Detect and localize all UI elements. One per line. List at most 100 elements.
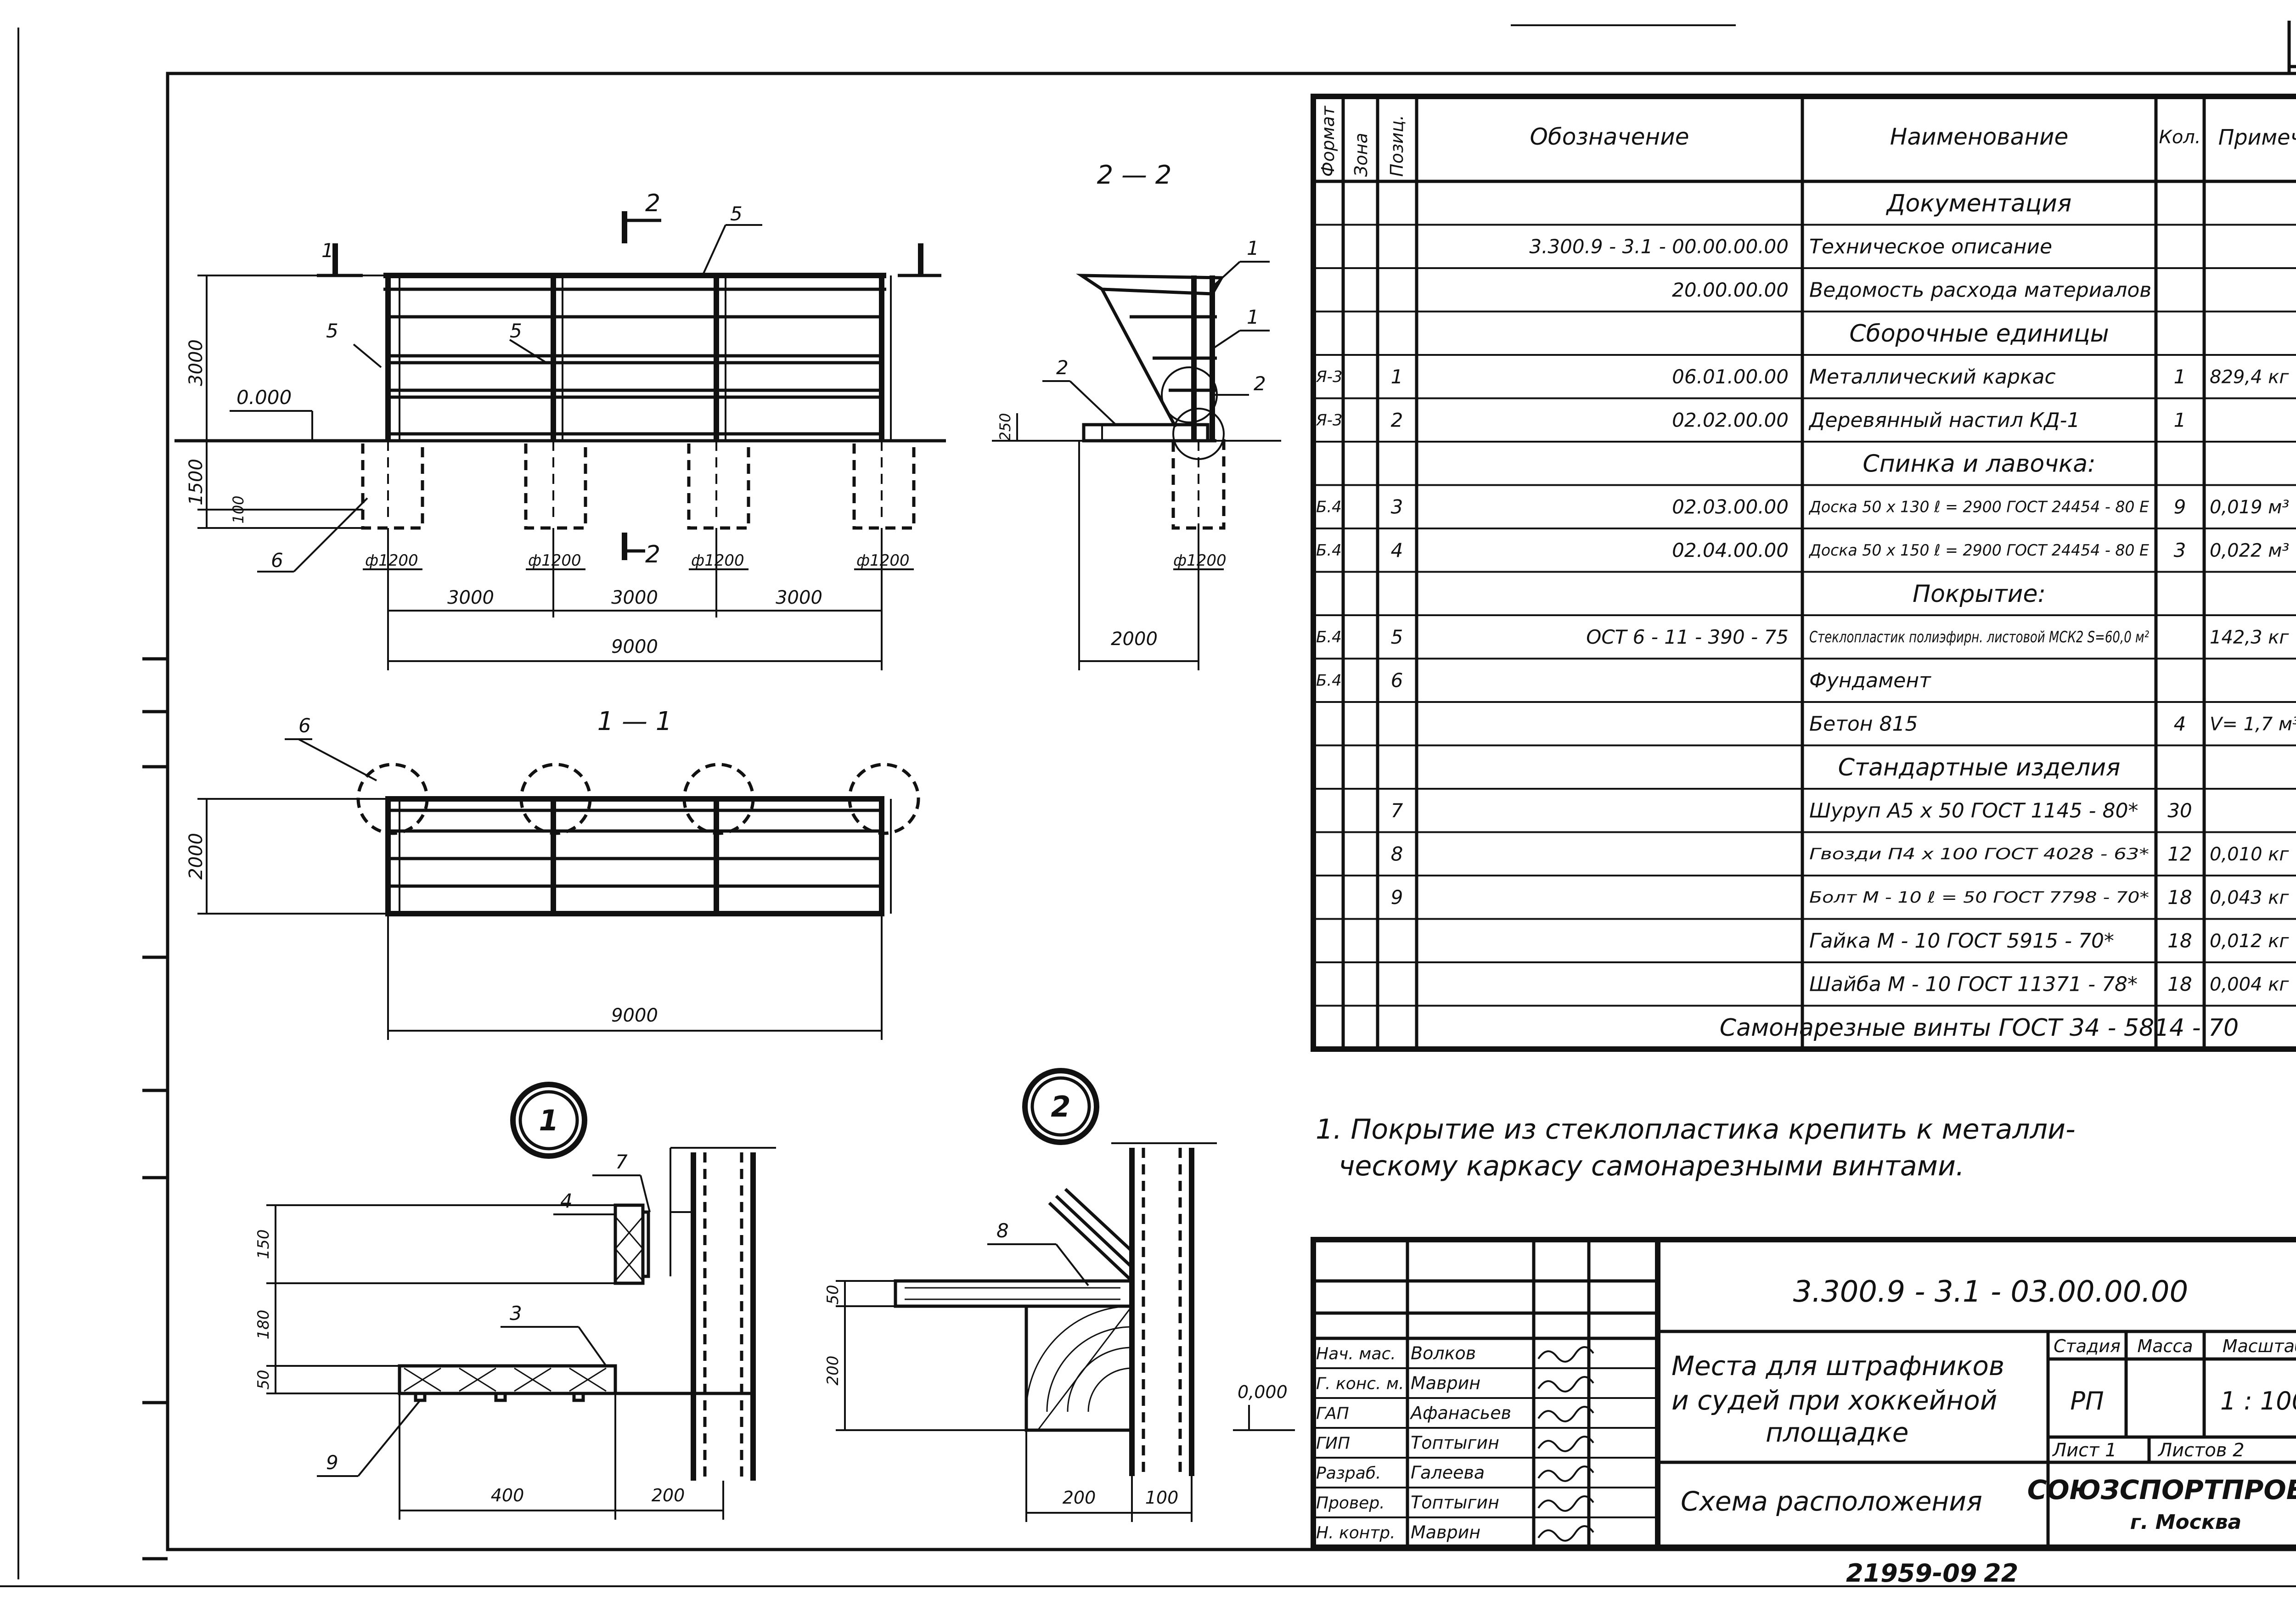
dim-foot: 100 bbox=[230, 495, 247, 523]
dim-pier-2: ф1200 bbox=[528, 551, 581, 570]
spec-cell-name: Бетон 815 bbox=[1809, 713, 1918, 736]
section-callout-1a: 1 bbox=[1247, 237, 1259, 259]
section-mark-2-top: 2 bbox=[645, 190, 660, 217]
section-callout-2-right: 2 bbox=[1254, 372, 1266, 395]
spec-cell-note: 142,3 кг bbox=[2210, 627, 2289, 648]
spec-cell-name: Сборочные единицы bbox=[1849, 320, 2109, 348]
general-note: 1. Покрытие из стеклопластика крепить к … bbox=[1316, 1113, 2076, 1182]
detail-2-dim-h2: 200 bbox=[824, 1356, 842, 1386]
spec-header-note: Примеч. bbox=[2218, 125, 2296, 150]
plan-dim-depth: 2000 bbox=[186, 833, 207, 880]
spec-cell-qty: 1 bbox=[2174, 409, 2186, 431]
detail-1-dim-w2: 200 bbox=[652, 1485, 685, 1505]
spec-cell-name: Техническое описание bbox=[1809, 235, 2052, 258]
tb-person-name: Маврин bbox=[1411, 1522, 1480, 1543]
dim-span-1: 3000 bbox=[447, 587, 494, 608]
spec-cell-qty: 30 bbox=[2167, 799, 2192, 822]
dim-span-3: 3000 bbox=[776, 587, 822, 608]
tb-stage: РП bbox=[2070, 1387, 2104, 1415]
tb-person-role: Разраб. bbox=[1316, 1464, 1381, 1483]
spec-cell-format: Б.4 bbox=[1316, 628, 1342, 646]
tb-sheet-title: Схема расположения bbox=[1681, 1486, 1982, 1517]
tb-sheets-label: Листов 2 bbox=[2157, 1440, 2245, 1461]
signature-mark bbox=[1537, 1346, 1594, 1363]
tb-scale-label: Масштаб bbox=[2223, 1336, 2296, 1356]
spec-header-name: Наименование bbox=[1890, 124, 2069, 150]
tb-person-role: Провер. bbox=[1316, 1494, 1385, 1513]
spec-cell-pos: 3 bbox=[1391, 495, 1403, 518]
spec-cell-name: Металлический каркас bbox=[1809, 365, 2056, 389]
spec-cell-name: Самонарезные винты ГОСТ 34 - 5814 - 70 bbox=[1720, 1014, 2239, 1042]
tb-person-role: ГАП bbox=[1316, 1404, 1349, 1423]
level-0000: 0.000 bbox=[236, 386, 292, 409]
spec-cell-qty: 9 bbox=[2174, 495, 2186, 518]
spec-cell-format: Б.4 bbox=[1316, 498, 1342, 517]
section-callout-2-left: 2 bbox=[1056, 356, 1069, 379]
detail-2-dim-w1: 200 bbox=[1063, 1488, 1096, 1508]
spec-header-qty: Кол. bbox=[2159, 127, 2200, 148]
spec-cell-qty: 18 bbox=[2167, 886, 2192, 909]
spec-cell-format: Б.4 bbox=[1316, 541, 1342, 560]
sheet-frame: 21 bbox=[0, 21, 2296, 1587]
tb-doc-code: 3.300.9 - 3.1 - 03.00.00.00 bbox=[1793, 1275, 2188, 1309]
tb-organization: СОЮЗСПОРТПРОЕКТ bbox=[2027, 1474, 2296, 1505]
spec-cell-note: 0,019 м³ bbox=[2210, 497, 2289, 518]
callout-6: 6 bbox=[271, 549, 283, 572]
spec-header-designation: Обозначение bbox=[1530, 124, 1689, 150]
spec-cell-note: 0,004 кг bbox=[2210, 974, 2289, 995]
section-dim-width: 2000 bbox=[1111, 629, 1158, 650]
spec-cell-qty: 12 bbox=[2167, 842, 2192, 865]
spec-cell-designation: ОСТ 6 - 11 - 390 - 75 bbox=[1586, 626, 1789, 648]
tb-person-name: Маврин bbox=[1411, 1373, 1480, 1393]
detail-2-dim-h1: 50 bbox=[824, 1285, 842, 1304]
detail-1-dim-h2: 180 bbox=[254, 1310, 273, 1340]
bottom-stamp-page: 22 bbox=[1984, 1559, 2018, 1588]
spec-cell-designation: 02.02.00.00 bbox=[1672, 409, 1789, 431]
signature-mark bbox=[1537, 1525, 1594, 1542]
bottom-stamp: 21959-09 22 bbox=[1846, 1559, 2018, 1588]
detail-callout-3: 3 bbox=[510, 1302, 522, 1325]
tb-project-title-1: Места для штрафников bbox=[1671, 1350, 2004, 1381]
dim-pier-3: ф1200 bbox=[691, 551, 744, 570]
spec-cell-designation: 02.04.00.00 bbox=[1672, 539, 1789, 562]
bottom-stamp-number: 21959-09 bbox=[1846, 1559, 1977, 1588]
section-callout-1b: 1 bbox=[1247, 306, 1259, 328]
spec-cell-qty: 18 bbox=[2167, 973, 2192, 995]
spec-cell-name: Доска 50 х 150 ℓ = 2900 ГОСТ 24454 - 80 … bbox=[1808, 541, 2149, 560]
detail-1-view: 1 7 4 3 9 bbox=[254, 1082, 776, 1520]
spec-cell-name: Ведомость расхода материалов bbox=[1809, 279, 2151, 302]
spec-cell-note: 0,012 кг bbox=[2210, 931, 2289, 952]
detail-callout-4: 4 bbox=[560, 1190, 573, 1212]
spec-cell-pos: 6 bbox=[1391, 669, 1403, 691]
detail-1-label: 1 bbox=[539, 1104, 558, 1137]
detail-1-dim-h1: 150 bbox=[254, 1230, 273, 1259]
plan-dim-length: 9000 bbox=[611, 1005, 658, 1026]
spec-cell-name: Шуруп А5 х 50 ГОСТ 1145 - 80* bbox=[1809, 799, 2138, 823]
dim-height-above: 3000 bbox=[186, 339, 207, 386]
callout-5-mid: 5 bbox=[510, 320, 522, 342]
spec-cell-name: Фундамент bbox=[1809, 669, 1931, 692]
detail-2-level: 0,000 bbox=[1238, 1382, 1288, 1402]
section-mark-1: 1 bbox=[321, 239, 334, 262]
spec-cell-format: Б.4 bbox=[1316, 672, 1342, 690]
spec-header-zone: Зона bbox=[1351, 133, 1371, 177]
spec-cell-name: Документация bbox=[1886, 190, 2071, 217]
spec-cell-note: 0,010 кг bbox=[2210, 844, 2289, 865]
dim-step: 250 bbox=[996, 413, 1014, 441]
tb-person-role: Г. конс. м. bbox=[1316, 1375, 1404, 1393]
signature-mark bbox=[1537, 1466, 1594, 1482]
dim-pier-1: ф1200 bbox=[365, 551, 418, 570]
signature-mark bbox=[1537, 1376, 1594, 1393]
spec-cell-note: 0,043 кг bbox=[2210, 887, 2289, 908]
detail-callout-7: 7 bbox=[615, 1151, 628, 1173]
title-block: 3.300.9 - 3.1 - 03.00.00.00 Места для шт… bbox=[1311, 1237, 2296, 1550]
detail-1-dim-w1: 400 bbox=[491, 1485, 524, 1505]
spec-cell-name: Гвозди П4 х 100 ГОСТ 4028 - 63* bbox=[1809, 845, 2149, 864]
spec-cell-note: V= 1,7 м³ bbox=[2210, 713, 2296, 735]
spec-cell-name: Спинка и лавочка: bbox=[1863, 450, 2095, 477]
spec-cell-pos: 8 bbox=[1391, 842, 1403, 865]
detail-callout-8: 8 bbox=[996, 1219, 1009, 1242]
spec-cell-pos: 1 bbox=[1391, 365, 1403, 388]
spec-header-pos: Позиц. bbox=[1387, 115, 1407, 177]
